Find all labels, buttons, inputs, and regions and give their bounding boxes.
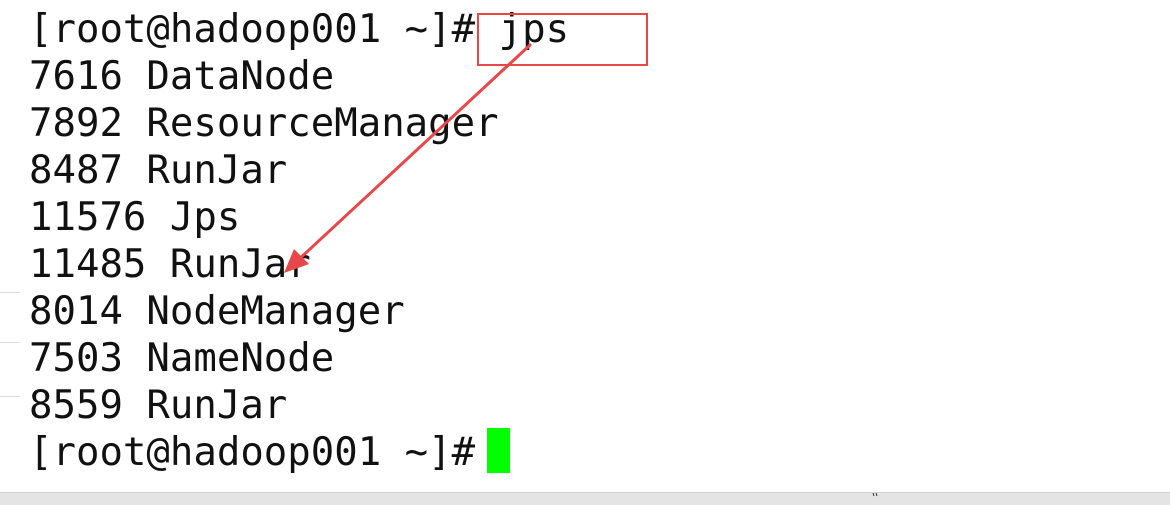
gutter-divider [0,342,20,343]
output-line: 7616 DataNode [29,54,335,99]
output-line: 7892 ResourceManager [29,101,499,146]
output-line: 11576 Jps [29,195,241,240]
horizontal-scrollbar[interactable] [0,492,1170,505]
scroll-marker-icon [872,493,878,497]
output-line: 7503 NameNode [29,336,335,381]
output-line: 8559 RunJar [29,383,288,428]
terminal-window[interactable]: [root@hadoop001 ~]# jps 7616 DataNode 78… [20,0,1170,492]
output-line-highlighted: 11485 RunJar [29,242,311,287]
typed-command: jps [498,7,570,52]
left-gutter [0,0,21,492]
shell-prompt: [root@hadoop001 ~]# [29,430,499,475]
output-line: 8487 RunJar [29,148,288,193]
text-cursor [487,428,510,473]
gutter-divider [0,396,20,397]
command-line: [root@hadoop001 ~]# jps [29,6,569,53]
gutter-divider [0,292,20,293]
shell-prompt: [root@hadoop001 ~]# [29,7,499,52]
output-line: 8014 NodeManager [29,289,405,334]
current-prompt-line[interactable]: [root@hadoop001 ~]# [29,429,499,476]
